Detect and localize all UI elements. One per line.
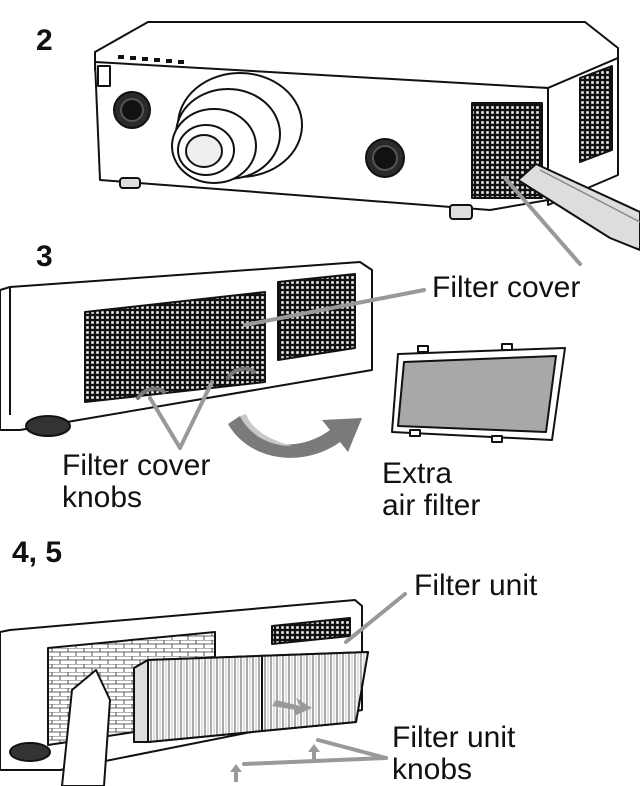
leader-lines (148, 176, 582, 766)
unit-knob-leader-right (316, 738, 388, 760)
label-filter-cover-knobs: Filter cover knobs (62, 450, 210, 513)
label-filter-cover: Filter cover (432, 271, 581, 304)
filter-cover-closeup (0, 261, 373, 437)
knob-leader-right (178, 380, 214, 450)
label-extra-air-filter-line2: air filter (382, 488, 481, 522)
label-filter-unit: Filter unit (414, 569, 538, 602)
unit-knob-arrows (230, 698, 320, 782)
step-number-2: 2 (36, 24, 53, 57)
label-filter-unit-knobs-line2: knobs (392, 752, 473, 786)
filter-unit-closeup (0, 599, 369, 771)
label-filter-unit-knobs: Filter unit knobs (392, 722, 515, 785)
transfer-arrow (228, 414, 362, 458)
step-number-4-5: 4, 5 (12, 536, 63, 569)
tool-illustration (517, 163, 640, 251)
filter-unit-leader (344, 592, 407, 644)
label-extra-air-filter: Extra air filter (382, 458, 480, 521)
label-extra-air-filter-line1: Extra (382, 457, 453, 490)
filter-cover-leader-step2 (503, 176, 582, 266)
extra-air-filter-illustration (391, 343, 566, 443)
unit-knob-leader-left (242, 756, 388, 766)
knob-leader-left (148, 396, 182, 450)
knob-arrows (136, 366, 256, 400)
label-filter-unit-knobs-line1: Filter unit (392, 721, 516, 754)
projector-illustration (94, 21, 619, 220)
step-number-3: 3 (36, 240, 53, 273)
filter-cover-leader-step3 (243, 288, 426, 327)
label-filter-cover-knobs-line2: knobs (62, 480, 143, 514)
label-filter-cover-knobs-line1: Filter cover (62, 449, 211, 482)
hand-illustration (61, 669, 111, 786)
